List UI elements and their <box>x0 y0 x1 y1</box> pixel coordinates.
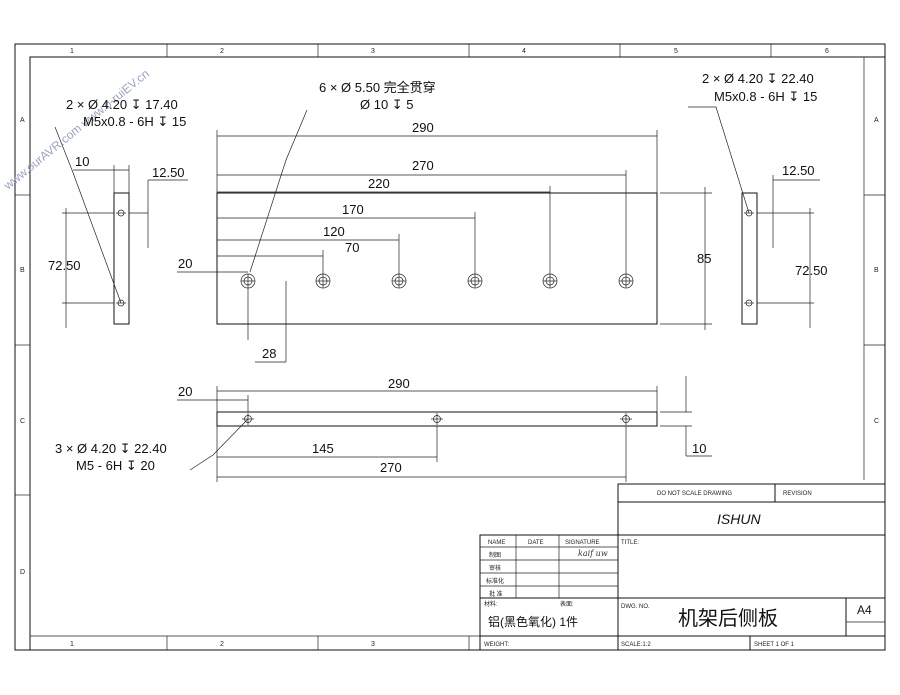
zone-col-1: 1 <box>70 48 74 55</box>
sheet-label: SHEET 1 OF 1 <box>754 642 795 648</box>
zone-row-a: A <box>20 117 25 124</box>
bottom-dim-290: 290 <box>388 376 410 391</box>
left-callout-thread: M5x0.8 - 6H ↧ 15 <box>83 114 186 129</box>
row-standard: 标准化 <box>486 577 504 585</box>
zone-row-c: C <box>20 418 25 425</box>
dim-20: 20 <box>178 256 192 271</box>
company-name: ISHUN <box>717 511 761 527</box>
hole-2 <box>315 273 331 289</box>
bottom-tapped-holes <box>242 413 632 425</box>
title-block-subgrid <box>480 535 885 623</box>
zone-col-2-bottom: 2 <box>220 641 224 648</box>
front-callout-holes: 6 × Ø 5.50 完全贯穿 <box>319 80 436 95</box>
left-side-view: 2 × Ø 4.20 ↧ 17.40 M5x0.8 - 6H ↧ 15 10 1… <box>48 97 188 328</box>
title-block-grid <box>479 483 886 651</box>
counterbore-holes <box>240 273 634 289</box>
left-dim-10: 10 <box>75 154 89 169</box>
left-side-outline <box>113 192 130 325</box>
right-callout-holes: 2 × Ø 4.20 ↧ 22.40 <box>702 71 814 86</box>
bottom-callout-thread: M5 - 6H ↧ 20 <box>76 458 155 473</box>
front-dimension-lines <box>177 109 712 363</box>
right-dimension-lines <box>688 106 820 328</box>
do-not-scale-label: DO NOT SCALE DRAWING <box>657 491 732 497</box>
dim-120: 120 <box>323 224 345 239</box>
header-name: NAME <box>488 540 505 546</box>
finish-label: 表面: <box>560 600 574 608</box>
right-callout-thread: M5x0.8 - 6H ↧ 15 <box>714 89 817 104</box>
bottom-view: 20 290 145 270 10 3 × Ø 4.20 ↧ 22.40 M5 … <box>55 376 712 482</box>
dim-28: 28 <box>262 346 276 361</box>
right-dim-12-5: 12.50 <box>782 163 815 178</box>
left-dim-12-5: 12.50 <box>152 165 185 180</box>
dim-270: 270 <box>412 158 434 173</box>
hole-4 <box>467 273 483 289</box>
zone-ticks <box>15 44 885 650</box>
zone-row-b-right: B <box>874 267 879 274</box>
part-name: 机架后侧板 <box>678 606 778 630</box>
zone-col-3: 3 <box>371 48 375 55</box>
row-approved: 批 准 <box>489 590 503 598</box>
zone-col-5: 5 <box>674 48 678 55</box>
left-dimension-lines <box>54 126 188 328</box>
front-view: 6 × Ø 5.50 完全贯穿 Ø 10 ↧ 5 290 270 220 170… <box>177 80 712 363</box>
title-label: TITLE: <box>621 540 639 546</box>
right-side-outline <box>741 192 758 325</box>
bottom-dim-20: 20 <box>178 384 192 399</box>
zone-col-1-bottom: 1 <box>70 641 74 648</box>
scale-label: SCALE:1:2 <box>621 642 651 648</box>
bottom-dim-270: 270 <box>380 460 402 475</box>
left-dim-72-5: 72.50 <box>48 258 81 273</box>
outer-border <box>14 43 886 651</box>
left-callout-holes: 2 × Ø 4.20 ↧ 17.40 <box>66 97 178 112</box>
bottom-dim-10: 10 <box>692 441 706 456</box>
header-date: DATE <box>528 540 544 546</box>
zone-col-6: 6 <box>825 48 829 55</box>
zone-row-a-right: A <box>874 117 879 124</box>
plate-outline <box>216 192 658 325</box>
title-block: DO NOT SCALE DRAWING REVISION ISHUN TITL… <box>479 483 886 651</box>
right-side-view: 2 × Ø 4.20 ↧ 22.40 M5x0.8 - 6H ↧ 15 12.5… <box>688 71 828 328</box>
left-tapped-holes <box>116 209 126 307</box>
hole-6 <box>618 273 634 289</box>
row-checked: 审核 <box>489 564 501 572</box>
dim-85: 85 <box>697 251 711 266</box>
bottom-dim-145: 145 <box>312 441 334 456</box>
hole-5 <box>542 273 558 289</box>
signature-handwriting: kaif uw <box>578 549 608 558</box>
front-callout-counterbore: Ø 10 ↧ 5 <box>360 97 414 112</box>
bottom-dimension-lines <box>177 376 712 482</box>
zone-col-2: 2 <box>220 48 224 55</box>
inner-border <box>29 56 886 651</box>
bottom-callout-holes: 3 × Ø 4.20 ↧ 22.40 <box>55 441 167 456</box>
hole-3 <box>391 273 407 289</box>
weight-label: WEIGHT: <box>484 642 509 648</box>
row-drawn: 制图 <box>489 551 501 559</box>
dim-220: 220 <box>368 176 390 191</box>
dim-70: 70 <box>345 240 359 255</box>
sheet-size: A4 <box>857 603 872 617</box>
dim-170: 170 <box>342 202 364 217</box>
right-tapped-holes <box>744 209 754 307</box>
zone-labels: 1 2 3 4 5 6 1 2 3 A B C D A B C <box>20 48 879 648</box>
hole-1 <box>240 273 256 289</box>
zone-row-b: B <box>20 267 25 274</box>
material-label: 材料: <box>484 600 498 608</box>
header-signature: SIGNATURE <box>565 540 600 546</box>
revision-label: REVISION <box>783 491 812 497</box>
dim-290: 290 <box>412 120 434 135</box>
zone-col-3-bottom: 3 <box>371 641 375 648</box>
zone-row-c-right: C <box>874 418 879 425</box>
zone-row-d: D <box>20 569 25 576</box>
material-value: 铝(黑色氧化) 1件 <box>488 614 578 629</box>
zone-col-4: 4 <box>522 48 526 55</box>
right-dim-72-5: 72.50 <box>795 263 828 278</box>
dwg-no-label: DWG. NO. <box>621 604 650 610</box>
